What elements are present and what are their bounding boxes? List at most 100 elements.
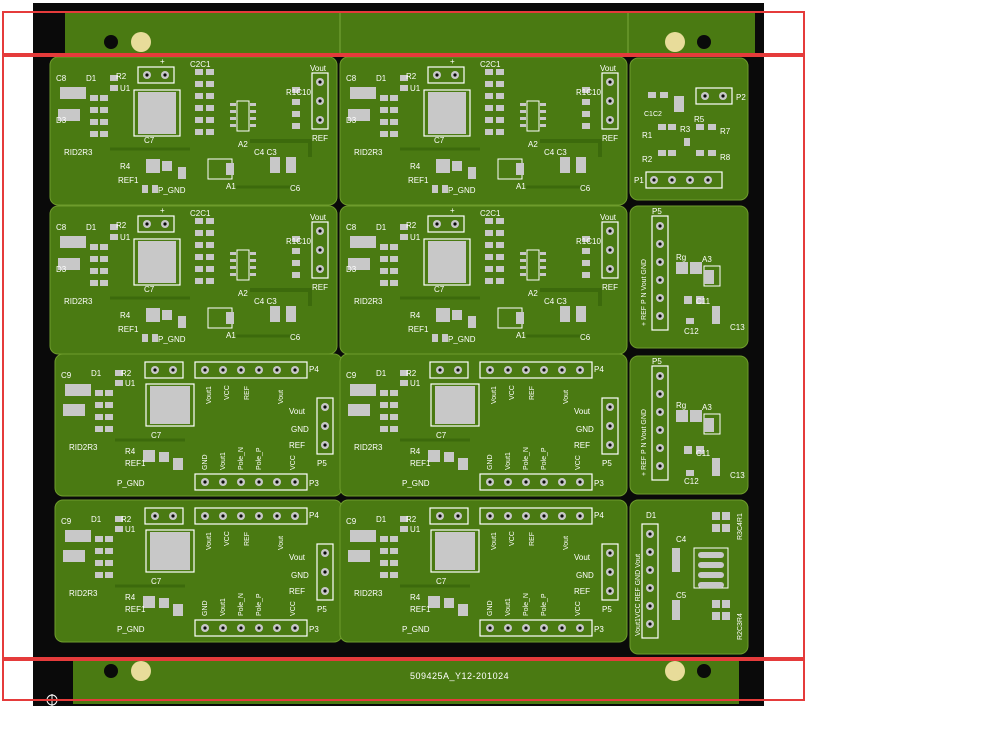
label-c13-top: C13 <box>730 323 745 332</box>
label-p3: P3 <box>309 479 319 488</box>
selection-box-top[interactable] <box>2 11 805 55</box>
label-r1: R1 <box>642 131 653 140</box>
label-d1: D1 <box>86 74 97 83</box>
label-c1c2: C1C2 <box>644 111 662 118</box>
label-p-gnd: P_GND <box>448 186 476 195</box>
mounting-hole-gold <box>665 32 685 52</box>
label-u1: U1 <box>125 525 136 534</box>
label-ivout: Vout <box>289 407 306 416</box>
label-c7: C7 <box>434 285 445 294</box>
label-ref: REF <box>312 283 328 292</box>
label-c7: C7 <box>434 136 445 145</box>
label-ref: REF <box>602 283 618 292</box>
label-a2: A2 <box>238 140 248 149</box>
label-rid2r3: RID2R3 <box>64 297 93 306</box>
label-a2: A2 <box>238 289 248 298</box>
label-ref: REF <box>602 134 618 143</box>
label-vout: Vout <box>600 64 617 73</box>
label-pole-p: Pole_P <box>541 447 548 470</box>
label-vout1: Vout1 <box>206 386 213 404</box>
label-u1: U1 <box>410 84 421 93</box>
label-d1: D1 <box>91 369 102 378</box>
label-gnd: GND <box>576 425 594 434</box>
mounting-hole-gold <box>131 661 151 681</box>
label-c8: C8 <box>56 223 67 232</box>
label-r2: R2 <box>121 515 132 524</box>
label-ref: REF <box>244 532 251 546</box>
mounting-hole-black <box>104 35 118 49</box>
label-vcc: VCC <box>575 455 582 470</box>
label-p5-top: P5 <box>652 207 662 216</box>
label-a1: A1 <box>516 331 526 340</box>
label-ivout: Vout <box>289 553 306 562</box>
label-r2: R2 <box>406 515 417 524</box>
mounting-hole-black <box>697 35 711 49</box>
label-c6: C6 <box>580 184 591 193</box>
label-vout: Vout <box>310 64 327 73</box>
label-ref1: REF1 <box>408 325 429 334</box>
label-r2: R2 <box>406 221 417 230</box>
label-d1: D1 <box>376 515 387 524</box>
label-r4: R4 <box>410 162 421 171</box>
label-r1c10: R1C10 <box>576 88 601 97</box>
label-d1: D1 <box>86 223 97 232</box>
label-p5: P5 <box>602 605 612 614</box>
label-p3: P3 <box>309 625 319 634</box>
label-ref: REF <box>529 532 536 546</box>
label-r2: R2 <box>406 72 417 81</box>
label-a1: A1 <box>516 182 526 191</box>
selection-box-main[interactable] <box>2 55 805 659</box>
selection-box-bottom[interactable] <box>2 659 805 701</box>
label-d3: D3 <box>56 116 67 125</box>
mounting-hole-gold <box>131 32 151 52</box>
label-ref1: REF1 <box>410 605 431 614</box>
label-d1: D1 <box>91 515 102 524</box>
label-c2c1: C2C1 <box>480 209 501 218</box>
label-ref1: REF1 <box>118 176 139 185</box>
label-ref1: REF1 <box>408 176 429 185</box>
label-c8: C8 <box>56 74 67 83</box>
label-ivout: Vout <box>278 390 285 404</box>
label-ivout: Vout <box>574 407 591 416</box>
label-c4c3: C4 C3 <box>544 148 567 157</box>
label-a2: A2 <box>528 140 538 149</box>
label-r4: R4 <box>410 311 421 320</box>
label-rid2r3: RID2R3 <box>69 443 98 452</box>
label-r2: R2 <box>116 72 127 81</box>
label-c7: C7 <box>144 285 155 294</box>
label-r4: R4 <box>125 593 136 602</box>
label-d1: D1 <box>376 74 387 83</box>
label-p5: P5 <box>317 459 327 468</box>
label-c9: C9 <box>61 371 72 380</box>
label-r2c3r4: R2C3R4 <box>737 613 744 640</box>
label-vcc: VCC <box>509 531 516 546</box>
label-p4: P4 <box>594 511 604 520</box>
label-gnd: GND <box>291 571 309 580</box>
label-plus: + <box>160 206 165 215</box>
label-ref: REF <box>312 134 328 143</box>
label-p4: P4 <box>594 365 604 374</box>
label-ref: REF <box>244 386 251 400</box>
label-pole-n: Pole_N <box>238 593 245 616</box>
label-c7: C7 <box>151 577 162 586</box>
label-rid2r3: RID2R3 <box>64 148 93 157</box>
label-p4: P4 <box>309 511 319 520</box>
label-pole-p: Pole_P <box>541 593 548 616</box>
label-d1: D1 <box>376 369 387 378</box>
label-rid2r3: RID2R3 <box>354 148 383 157</box>
label-vcc: VCC <box>290 601 297 616</box>
label-ref: REF <box>529 386 536 400</box>
label-c9: C9 <box>346 371 357 380</box>
label-c6: C6 <box>580 333 591 342</box>
label-vout1: Vout1 <box>206 532 213 550</box>
label-plus: + <box>450 57 455 66</box>
label-vcc: VCC <box>224 531 231 546</box>
label-u1: U1 <box>125 379 136 388</box>
label-d3: D3 <box>346 265 357 274</box>
label-gnd: GND <box>291 425 309 434</box>
label-r4: R4 <box>120 162 131 171</box>
mounting-hole-gold <box>665 661 685 681</box>
label-p5: P5 <box>317 605 327 614</box>
